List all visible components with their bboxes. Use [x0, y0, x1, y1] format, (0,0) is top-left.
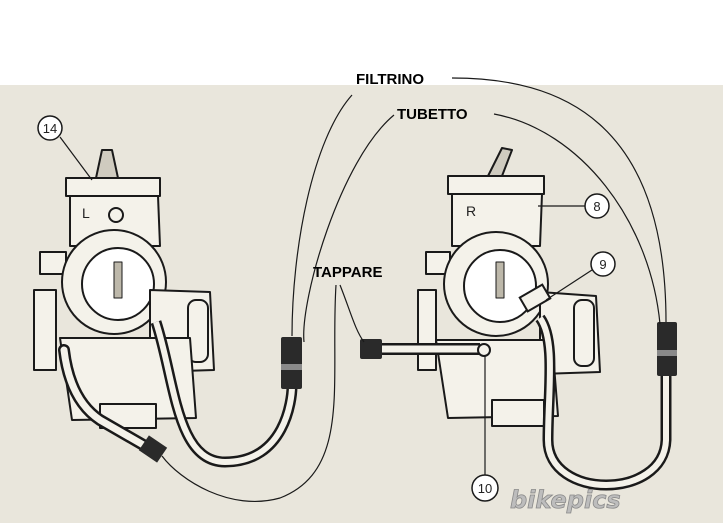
filtrino-leader-right: [451, 77, 667, 323]
tubetto-leader-right: [493, 113, 661, 325]
right-carb-body: [451, 193, 543, 247]
left-drain-hose-core: [60, 346, 156, 454]
callout-10: 10: [471, 356, 499, 502]
left-filter: [281, 337, 302, 389]
right-drain-block: [491, 399, 545, 427]
left-filter-band: [281, 364, 302, 370]
callout-8: 8: [538, 193, 610, 219]
left-side-pipe: [187, 299, 209, 363]
left-slide-needle: [113, 261, 123, 299]
right-filter: [657, 322, 677, 376]
right-slide-needle: [495, 261, 505, 299]
callout-8-text: 8: [593, 199, 600, 214]
right-carburetor: [417, 147, 601, 427]
right-float-bowl: [435, 339, 559, 419]
right-vent-tube-core: [537, 316, 669, 488]
right-filter-band: [657, 350, 677, 356]
left-top-cap: [65, 177, 161, 197]
callout-14-text: 14: [43, 121, 57, 136]
callout-9-leader: [545, 269, 593, 301]
callout-9-text: 9: [599, 257, 606, 272]
page-top-margin: [0, 0, 723, 85]
watermark-text: bikepics: [510, 486, 621, 514]
left-carburetor: [33, 149, 215, 429]
left-vent-tube-core: [153, 321, 295, 466]
left-drain-cap: [138, 435, 168, 463]
callout-9: 9: [545, 251, 616, 301]
left-carb-mark: L: [82, 205, 90, 221]
tubetto-leader-left: [303, 114, 395, 343]
label-tubetto: TUBETTO: [397, 106, 468, 123]
filtrino-leader-left: [291, 94, 353, 337]
label-filtrino: FILTRINO: [356, 71, 424, 88]
callout-14-leader: [59, 136, 93, 181]
right-side-pipe: [573, 299, 595, 367]
left-side-bracket: [33, 289, 57, 371]
right-drain-plug: [360, 339, 382, 359]
right-carb-mark: R: [466, 203, 476, 219]
tappare-leader-left: [161, 284, 337, 503]
right-drain-screw: [477, 343, 491, 357]
callout-14: 14: [37, 115, 93, 181]
annotation-leaders: [161, 77, 667, 503]
callout-9-circle: [590, 251, 616, 277]
callout-14-circle: [37, 115, 63, 141]
left-adjust-screw: [108, 207, 124, 223]
left-mount-plate: [39, 251, 67, 275]
right-top-cap: [447, 175, 545, 195]
callout-10-text: 10: [478, 481, 492, 496]
label-tappare: TAPPARE: [313, 264, 382, 281]
right-side-bracket: [417, 289, 437, 371]
right-overflow-fitting: [518, 283, 552, 313]
tappare-leader-right: [339, 284, 365, 343]
